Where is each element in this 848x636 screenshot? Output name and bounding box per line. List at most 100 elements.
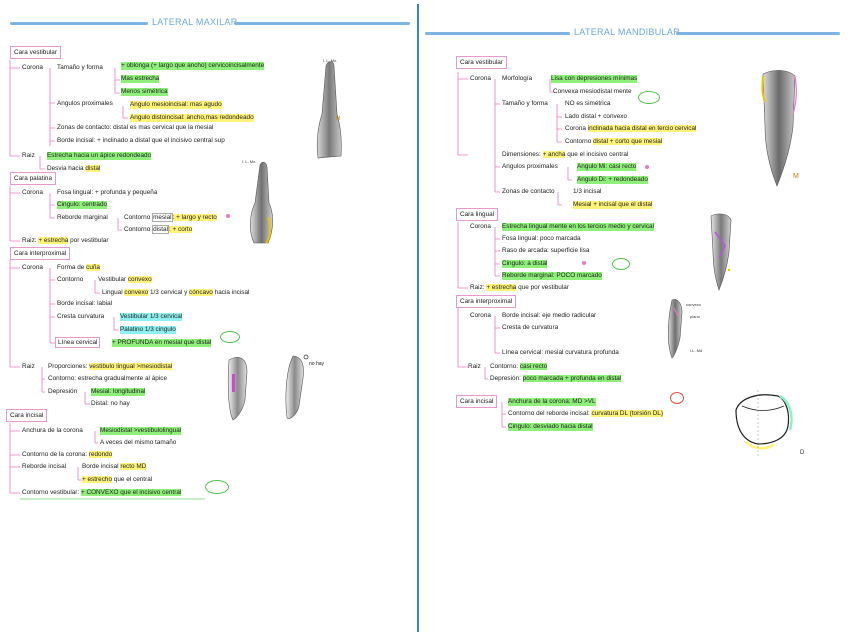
d-label: D [800, 450, 805, 456]
depresion-mesial: Mesial: longitudinal [91, 388, 145, 396]
marker-dot-2 [645, 165, 649, 169]
reborde-marginal: Reborde marginal [57, 214, 108, 222]
linea-cervical-value: + PROFUNDA en mesial que distal [112, 339, 211, 347]
tamano-item-3: Menos simétrica [121, 88, 168, 96]
convexo-label: convexo [686, 302, 702, 307]
r-incisal-anchura: Anchura de la corona: MD >VL [508, 398, 596, 406]
r-corona-label: Corona [470, 75, 491, 83]
left-palatina-header: Cara palatina [10, 172, 56, 185]
lingual-item-2: Fosa lingual: poco marcada [502, 235, 581, 243]
plano-label: plano [690, 314, 701, 319]
contorno-vestibular-incisal: Contorno vestibular: + CONVEXO que el in… [22, 489, 181, 497]
right-incisal-header: Cara incisal [456, 395, 497, 408]
angulo-distoincisal: Angulo distoincisal: ancho,mas redondead… [130, 114, 254, 122]
left-incisal-header: Cara incisal [6, 409, 47, 422]
il-md-label: I.L. Md [690, 348, 702, 353]
r-interprox-raiz: Raiz [468, 363, 481, 371]
corona-label: Corona [22, 64, 43, 72]
tooth-image-r-incisal: D [728, 388, 818, 460]
depresion-distal: Distal: no hay [91, 400, 130, 408]
anchura-item-2: A veces del mismo tamaño [100, 439, 176, 447]
interprox-raiz-label: Raiz [22, 363, 35, 371]
tamano-item-2: Mas estrecha [121, 75, 159, 83]
contorno-mesial: Contorno mesial: + largo y recto [124, 214, 217, 222]
cresta-vestibular: Vestibular 1/3 cervical [120, 313, 182, 321]
r-interprox-item-2: Cresta de curvatura [502, 324, 558, 332]
angulo-mi: Angulo Mi: casi recto [577, 163, 636, 171]
r-tamano-forma: Tamaño y forma [502, 100, 548, 108]
raiz-label: Raiz [22, 152, 35, 160]
contorno-corona: Contorno de la corona: redondo [22, 451, 112, 459]
palatina-corona-label: Corona [22, 189, 43, 197]
cingulo-centrado: Cingulo: centrado [57, 201, 107, 209]
tooth-label-2: I. L. Mx. [242, 159, 256, 164]
note-bubble-2 [205, 480, 229, 494]
borde-incisal-recto: Borde incisal recto MD [82, 463, 146, 471]
forma-cuna: Forma de cuña [57, 264, 100, 272]
tooth-image-mandibular-vestibular: M [755, 66, 807, 191]
zona-incisal: 1/3 incisal [573, 188, 601, 196]
tooth-image-vestibular: I. L. Mx. M [306, 54, 358, 164]
zonas-contacto: Zonas de contacto: distal es mas cervica… [57, 124, 213, 132]
fosa-lingual: Fosa lingual: + profunda y pequeña [57, 189, 157, 197]
contorno-vestibular: Vestibular convexo [98, 276, 152, 284]
palatina-raiz: Raiz: + estrecha por vestibular [22, 237, 109, 245]
r-incisal-cingulo: Cingulo: desviado hacia distal [508, 423, 593, 431]
borde-incisal: Borde incisal: + inclinado a distal que … [57, 137, 225, 145]
angulos-label: Angulos proximales [57, 100, 113, 108]
right-lingual-header: Cara lingual [456, 208, 498, 221]
tamano-item-1: + oblonga (+ largo que ancho) cervicoinc… [121, 62, 264, 70]
marker-dot-1 [226, 214, 230, 218]
tamano-forma-label: Tamaño y forma [57, 64, 103, 72]
r-interprox-item-3: Línea cervical: mesial curvatura profund… [502, 349, 619, 357]
interprox-corona-label: Corona [22, 264, 43, 272]
lingual-corona-label: Corona [470, 223, 491, 231]
angulo-di: Angulo Di: + redondeado [577, 176, 648, 184]
left-vestibular-header: Cara vestibular [10, 46, 61, 59]
tf-item-2: Lado distal + convexo [565, 113, 627, 121]
contorno-raiz: Contorno: estrecha gradualmente al ápice [48, 375, 167, 383]
tooth-m-label-2: M [793, 173, 799, 180]
mas-estrecho: + estrecho que el central [82, 476, 152, 484]
note-bubble-3 [638, 91, 660, 104]
left-interproximal-header: Cara interproximal [10, 247, 70, 260]
lingual-item-3: Raso de arcada: superficie lisa [502, 247, 589, 255]
raiz-item-1: Estrecha hacia un ápice redondeado [47, 152, 151, 160]
tf-item-1: NO es simétrica [565, 100, 610, 108]
tf-item-4: Contorno distal + corto que mesial [565, 138, 662, 146]
morfologia-item-2: Convexa mesiodistal mente [553, 88, 632, 96]
anchura-corona: Anchura de la corona [22, 427, 83, 435]
borde-incisal-labial: Borde incisal: labial [57, 300, 112, 308]
r-incisal-reborde: Contorno del reborde incisal: curvatura … [508, 410, 663, 418]
tooth-label-1: I. L. Mx. [323, 58, 337, 63]
cresta-palatino: Palatino 1/3 cingulo [120, 326, 176, 334]
tf-item-3: Corona inclinada hacia distal en tercio … [565, 125, 696, 133]
no-hay-note: no hay [309, 361, 325, 367]
proporciones: Proporciones: vestibulo lingual >mesiodi… [48, 363, 172, 371]
depresion-label: Depresión [48, 388, 77, 396]
right-interproximal-header: Cara interproximal [456, 295, 516, 308]
lingual-item-5: Reborde marginal: POCO marcado [502, 272, 602, 280]
contorno-label: Contorno [57, 276, 83, 284]
angulo-mesioincisal: Angulo mesioincisal: mas agudo [130, 101, 222, 109]
note-bubble-5 [670, 392, 684, 404]
r-zonas-contacto: Zonas de contacto [502, 188, 555, 196]
right-vestibular-header: Cara vestibular [456, 56, 507, 69]
tooth-image-palatina: I. L. Mx. [238, 155, 286, 250]
tooth-image-interproximal: no hay [225, 352, 335, 424]
r-angulos-label: Angulos proximales [502, 163, 558, 171]
tooth-image-lingual [705, 212, 741, 294]
morfologia-label: Morfología [502, 75, 532, 83]
note-bubble-1 [220, 331, 240, 343]
cresta-curvatura: Cresta curvatura [57, 313, 104, 321]
morfologia-item-1: Lisa con depresiones mínimas [551, 75, 637, 83]
zona-mesial: Mesial + incisal que el distal [573, 201, 652, 209]
r-interprox-depresion: Depresión: poco marcada + profunda en di… [490, 375, 621, 383]
tooth-m-label: M [336, 116, 340, 122]
lingual-item-4: Cingulo: a distal [502, 260, 547, 268]
contorno-distal: Contorno distal: + corto [124, 226, 192, 234]
r-interprox-contorno: Contorno: casi recto [490, 363, 547, 371]
linea-cervical-box: Línea cervical [55, 337, 100, 348]
tooth-image-r-interproximal: convexo plano I.L. Md [660, 298, 740, 362]
marker-dot-3 [582, 261, 586, 265]
